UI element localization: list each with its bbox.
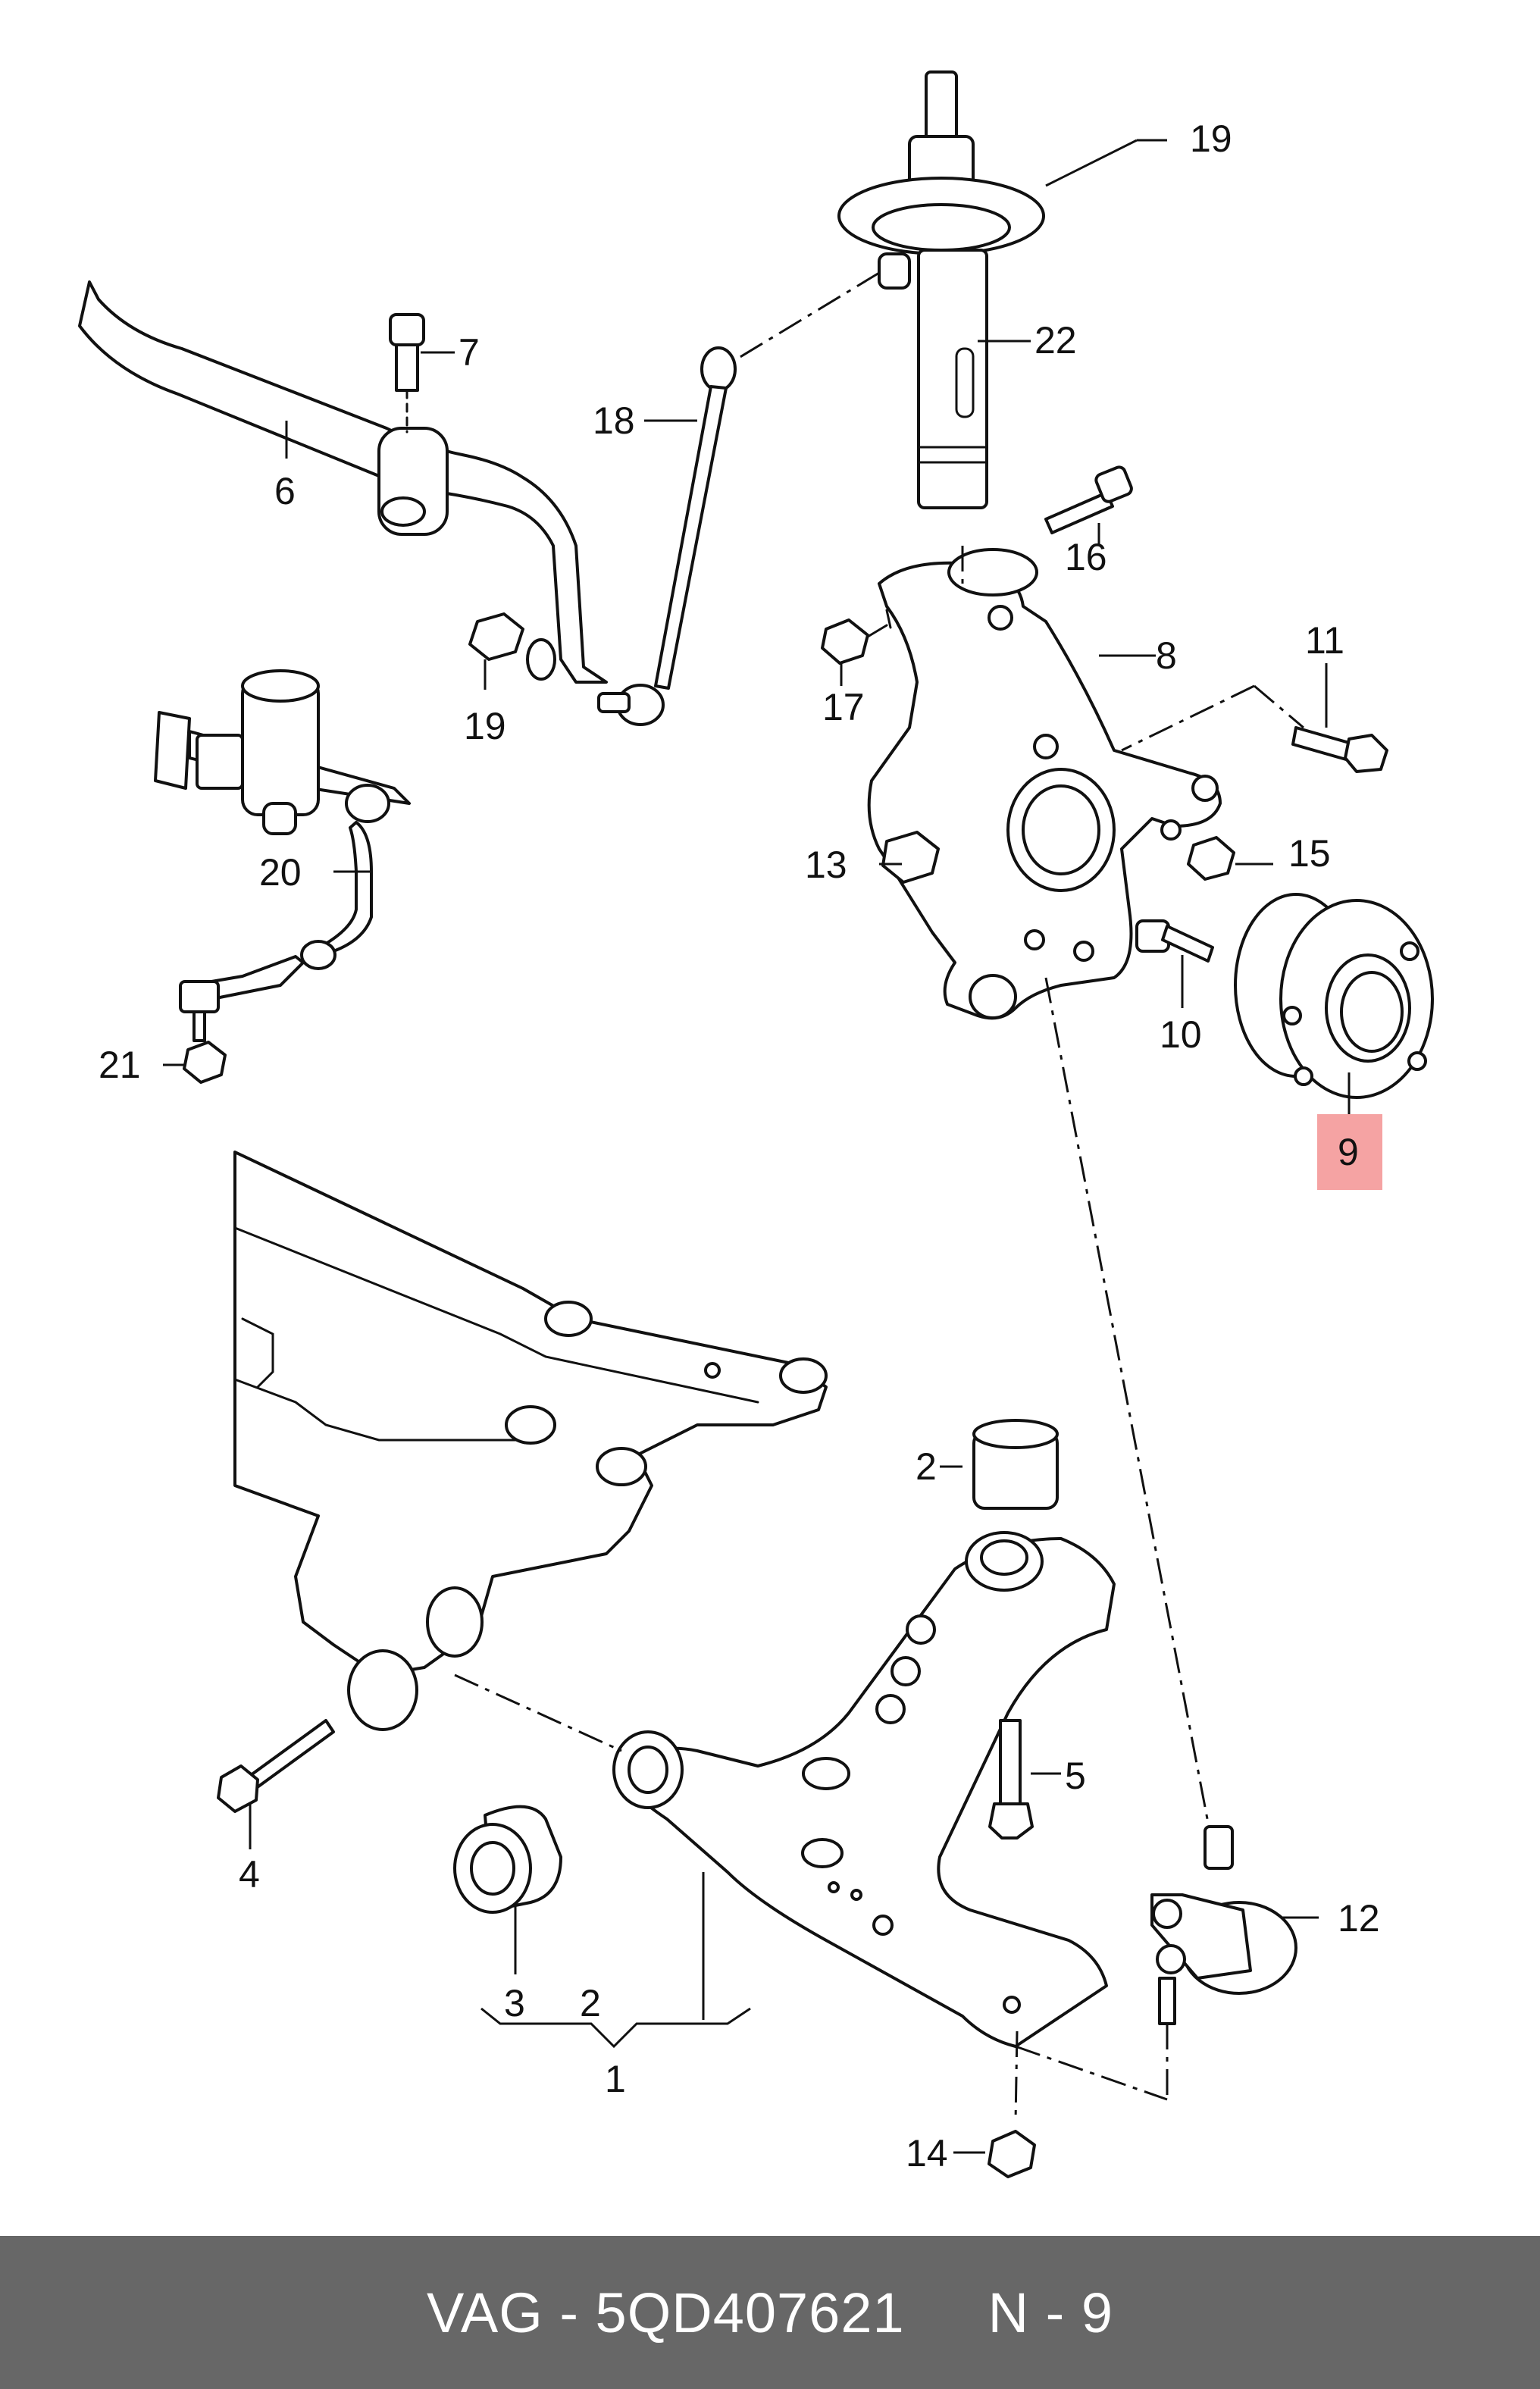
nut-14: [988, 2130, 1036, 2178]
callout-18[interactable]: 18: [593, 399, 635, 442]
footer-bar: VAG - 5QD407621 N - 9: [0, 2236, 1540, 2389]
callout-19-top[interactable]: 19: [1190, 117, 1232, 160]
callout-3[interactable]: 3: [504, 1982, 525, 2024]
callout-20[interactable]: 20: [259, 851, 302, 894]
callout-17[interactable]: 17: [822, 686, 865, 728]
bolt-16: [1044, 465, 1133, 534]
callout-12[interactable]: 12: [1338, 1897, 1380, 1940]
callout-22[interactable]: 22: [1034, 319, 1077, 362]
leader-lines: [163, 139, 1351, 2154]
callout-11[interactable]: 11: [1305, 619, 1344, 662]
callout-6[interactable]: 6: [274, 470, 296, 512]
wheel-bearing-housing: [867, 548, 1222, 1020]
callout-21[interactable]: 21: [99, 1044, 141, 1086]
callout-8[interactable]: 8: [1156, 634, 1177, 677]
nut-15: [1187, 836, 1235, 881]
nut-19-left: [468, 612, 556, 681]
callout-2-top[interactable]: 2: [916, 1445, 937, 1488]
highlight-box: [1317, 1114, 1382, 1190]
nut-17: [821, 609, 892, 665]
bushing-3: [453, 1805, 562, 1914]
subframe: [233, 1151, 828, 1731]
part-number-label: VAG - 5QD407621: [427, 2281, 905, 2344]
part-reference-label: N - 9: [988, 2281, 1113, 2344]
bolt-4: [217, 1719, 335, 1813]
control-arm: [612, 1531, 1116, 2048]
bolt-5: [988, 1719, 1034, 1839]
shock-absorber-strut: [837, 70, 1045, 509]
callout-14[interactable]: 14: [906, 2132, 948, 2175]
bolt-7: [389, 313, 425, 434]
bushing-2-top: [972, 1419, 1059, 1510]
nut-13: [881, 831, 940, 884]
callout-7[interactable]: 7: [459, 331, 480, 374]
coupling-rod: [597, 346, 737, 726]
callout-1[interactable]: 1: [605, 2058, 626, 2100]
level-sensor: [154, 669, 411, 1042]
callout-9[interactable]: 9: [1338, 1131, 1359, 1173]
callout-15[interactable]: 15: [1288, 832, 1331, 875]
callout-13[interactable]: 13: [805, 844, 847, 886]
callout-16[interactable]: 16: [1065, 536, 1107, 578]
wheel-hub: [1234, 893, 1434, 1099]
bolt-11: [1291, 726, 1388, 773]
callout-10[interactable]: 10: [1160, 1013, 1202, 1056]
callout-19-left[interactable]: 19: [464, 705, 506, 747]
callout-4[interactable]: 4: [239, 1853, 260, 1896]
suspension-exploded-diagram: 19 22 7 6 18 16 8 11 19 17 13 15 20 10 9…: [78, 70, 1434, 2178]
bolt-10: [1135, 919, 1214, 963]
callout-2-bottom[interactable]: 2: [580, 1982, 601, 2024]
anti-roll-bar: [78, 280, 608, 684]
nut-21: [183, 1041, 227, 1084]
ball-joint: [1150, 1825, 1297, 2025]
callout-5[interactable]: 5: [1065, 1755, 1086, 1797]
